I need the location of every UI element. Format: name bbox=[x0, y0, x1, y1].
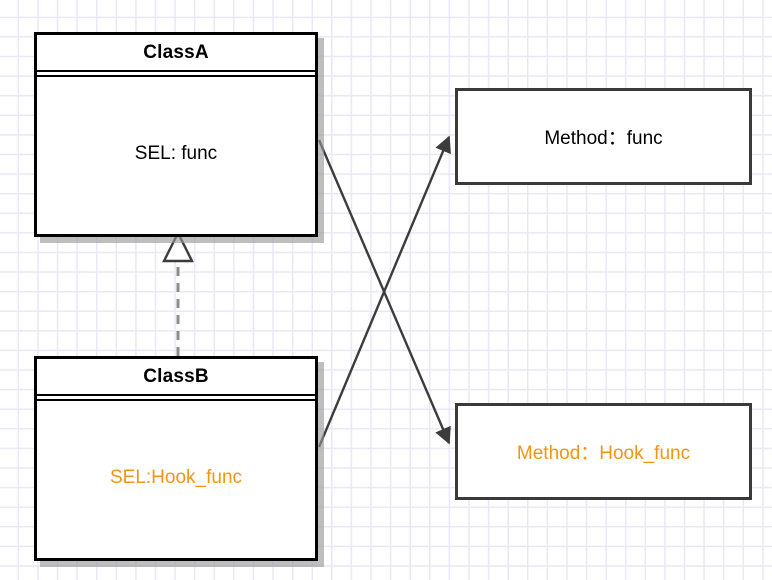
hollow-triangle-icon bbox=[162, 230, 194, 263]
class-title: ClassB bbox=[143, 366, 209, 387]
association-classb-to-func bbox=[317, 135, 451, 448]
class-member: SEL:Hook_func bbox=[109, 466, 243, 488]
class-section-divider bbox=[37, 70, 315, 77]
class-title: ClassA bbox=[143, 42, 209, 63]
method-box-func[interactable]: Method：func bbox=[455, 88, 752, 185]
class-section-divider bbox=[37, 394, 315, 401]
method-box-hook-func[interactable]: Method：Hook_func bbox=[455, 403, 752, 500]
uml-class-classb[interactable]: ClassB SEL:Hook_func bbox=[34, 356, 318, 561]
realization-classb-to-classa bbox=[162, 230, 194, 356]
association-classa-to-hookfunc bbox=[317, 139, 451, 445]
uml-class-classa[interactable]: ClassA SEL: func bbox=[34, 32, 318, 237]
class-member: SEL: func bbox=[134, 142, 218, 164]
